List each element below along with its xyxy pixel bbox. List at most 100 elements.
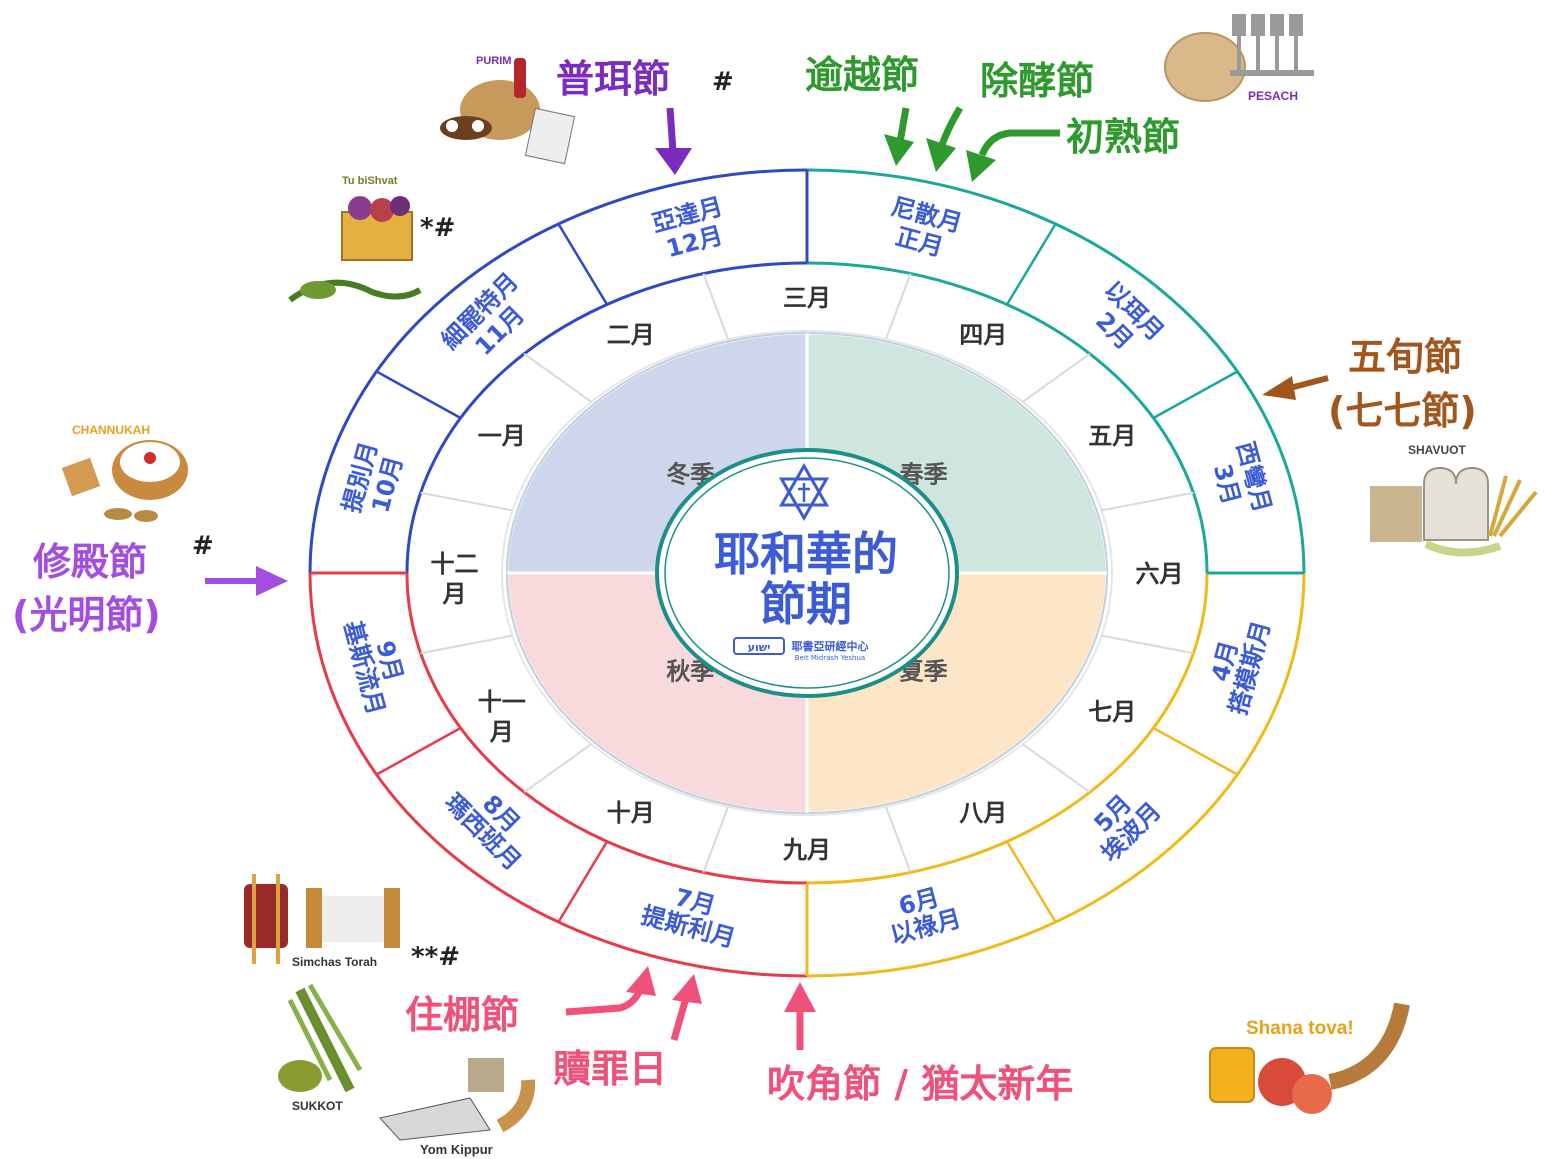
firstfruits-label: 初熟節 xyxy=(1066,115,1180,159)
month-divider xyxy=(702,273,729,340)
ring-arc xyxy=(806,261,1209,574)
month-divider xyxy=(885,806,912,873)
month-divider xyxy=(523,352,592,403)
purim-label: 普珥節 xyxy=(556,57,670,101)
month-divider xyxy=(523,743,592,794)
month-divider xyxy=(885,273,912,340)
pentecost-label: 五旬節 xyxy=(1348,335,1462,379)
shana-tova-illustration: Shana tova! xyxy=(1209,1002,1410,1114)
month-divider xyxy=(702,806,729,873)
festival-arrows xyxy=(205,106,1329,1050)
month-label: 五月 xyxy=(1088,422,1136,450)
trumpets-label: 吹角節 / 猶太新年 xyxy=(767,1062,1073,1106)
ring-arc xyxy=(806,572,1306,978)
atonement-label: 贖罪日 xyxy=(553,1047,667,1091)
month-label: 十二月 xyxy=(431,550,479,608)
month-label: 六月 xyxy=(1136,560,1184,588)
hebrew-month-divider xyxy=(1005,223,1057,306)
hebrew-month-divider xyxy=(557,223,609,306)
month-label: 一月 xyxy=(478,422,526,450)
trumpets-arrow xyxy=(784,982,816,1050)
month-ring-outline xyxy=(501,330,1113,816)
tubishvat-mark: *# xyxy=(420,213,455,243)
month-label: 十月 xyxy=(607,799,655,827)
yomkippur-caption: Yom Kippur xyxy=(420,1142,493,1157)
pesach-illustration: PESACH xyxy=(1164,14,1314,103)
month-label: 三月 xyxy=(783,284,831,312)
tabernacles-label: 住棚節 xyxy=(405,993,519,1037)
ring-arc xyxy=(308,572,808,978)
month-divider xyxy=(1101,634,1194,655)
purim-arrow xyxy=(655,107,692,175)
month-label: 八月 xyxy=(959,799,1007,827)
calendar-rings: 春季夏季秋季冬季尼散月正月以珥月2月西彎月3月搭模斯月4月埃波月5月以祿月6月提… xyxy=(308,168,1306,978)
hebrew-month-divider xyxy=(1152,726,1239,776)
hebrew-month-divider xyxy=(1005,840,1057,923)
festival-illustrations: PURIM PESACH Tu biShvat xyxy=(61,14,1538,1157)
month-divider xyxy=(420,634,513,655)
shavuot-caption: SHAVUOT xyxy=(1408,443,1466,457)
yomkippur-illustration: Yom Kippur xyxy=(379,1058,536,1157)
purim-basket-illustration: PURIM xyxy=(440,55,576,165)
sukkot-caption: SUKKOT xyxy=(292,1099,343,1113)
pesach-caption: PESACH xyxy=(1248,89,1298,103)
hanukkah-arrow xyxy=(205,566,288,596)
star-of-david-icon xyxy=(778,462,830,522)
logo-chinese: 耶書亞研經中心 xyxy=(792,639,869,653)
ring-arc xyxy=(806,572,1209,885)
channukah-illustration: CHANNUKAH xyxy=(61,423,188,522)
month-label: 九月 xyxy=(782,836,831,864)
lights-label: (光明節) xyxy=(12,593,161,637)
center-title-line1: 耶和華的 xyxy=(714,527,898,581)
simchas-torah-caption: Simchas Torah xyxy=(292,955,377,969)
month-label: 七月 xyxy=(1088,698,1136,726)
month-label: 二月 xyxy=(607,321,655,349)
hanukkah-label: 修殿節 xyxy=(33,540,147,584)
month-divider xyxy=(1022,352,1091,403)
atonement-arrow xyxy=(670,974,702,1041)
purim-caption: PURIM xyxy=(476,55,511,67)
center-emblem: 耶和華的 節期 ישוע 耶書亞研經中心 Beit Midrash Yeshua xyxy=(655,448,959,698)
hebrew-month-divider xyxy=(1152,370,1239,420)
ring-arc xyxy=(308,168,808,574)
unleavened-arrow xyxy=(926,106,964,172)
center-title-line2: 節期 xyxy=(760,577,852,631)
purim-mark: # xyxy=(712,67,734,97)
simchas-torah-mark: **# xyxy=(411,942,460,972)
tubishvat-caption: Tu biShvat xyxy=(342,175,398,187)
simchas-torah-illustration: Simchas Torah xyxy=(244,874,400,969)
tabernacles-arrow xyxy=(565,966,656,1016)
month-divider xyxy=(1022,743,1091,794)
sukkot-illustration: SUKKOT xyxy=(278,983,363,1113)
logo-hebrew: ישוע xyxy=(748,641,771,654)
month-label: 四月 xyxy=(959,321,1007,349)
channukah-caption: CHANNUKAH xyxy=(72,423,150,437)
hebrew-month-divider xyxy=(375,726,462,776)
logo-english: Beit Midrash Yeshua xyxy=(795,654,865,662)
festival-labels: 普珥節 # 逾越節 除酵節 初熟節 五旬節 (七七節) 修殿節 # (光明節) … xyxy=(12,53,1477,1106)
passover-arrow xyxy=(884,107,914,166)
hebrew-month-divider xyxy=(375,370,462,420)
pentecost-arrow xyxy=(1262,375,1329,400)
month-divider xyxy=(420,491,513,512)
unleavened-bread-label: 除酵節 xyxy=(980,59,1094,103)
hebrew-month-divider xyxy=(557,840,609,923)
firstfruits-arrow xyxy=(966,129,1060,182)
month-divider xyxy=(1101,491,1194,512)
weeks-label: (七七節) xyxy=(1328,389,1477,433)
tubishvat-illustration: Tu biShvat xyxy=(288,175,422,303)
passover-label: 逾越節 xyxy=(805,53,919,97)
ministry-logo: ישוע 耶書亞研經中心 Beit Midrash Yeshua xyxy=(733,637,869,662)
month-label: 十一月 xyxy=(478,688,526,746)
